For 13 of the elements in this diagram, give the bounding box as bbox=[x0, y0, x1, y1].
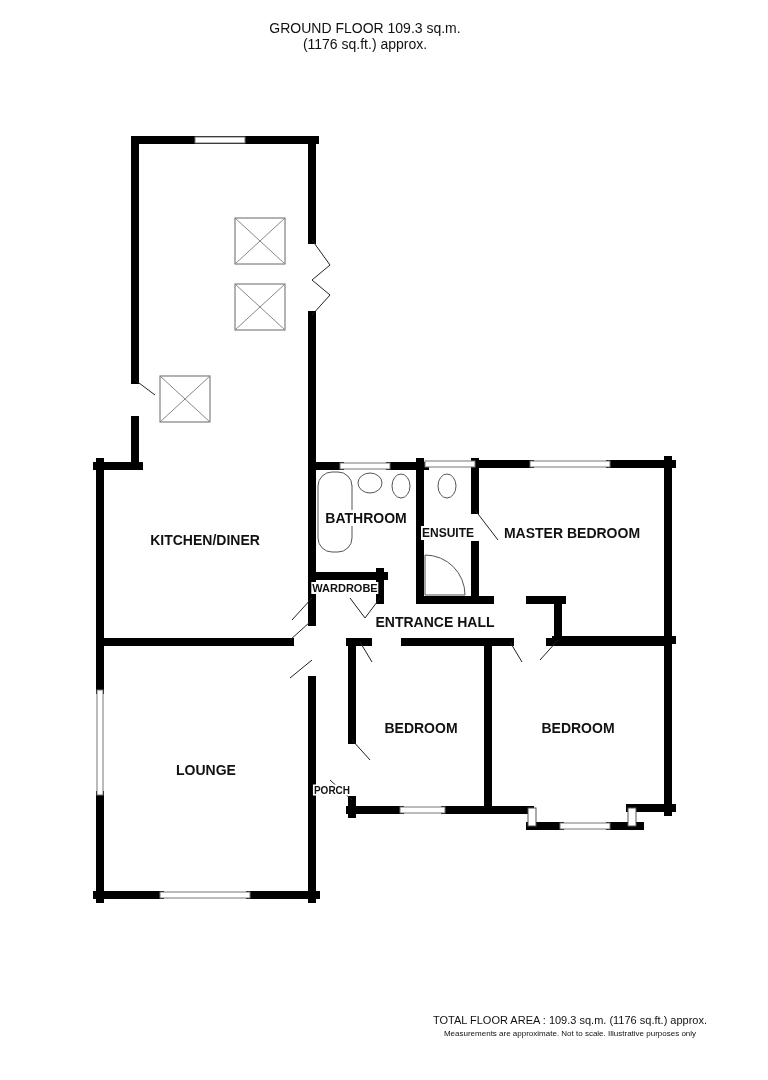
disclaimer-note: Measurements are approximate. Not to scale. Illustrative purposes only bbox=[442, 1029, 698, 1038]
room-label: BEDROOM bbox=[540, 720, 616, 736]
room-label: ENSUITE bbox=[421, 526, 475, 540]
room-label: BATHROOM bbox=[324, 510, 408, 526]
room-label: WARDROBE bbox=[311, 582, 379, 594]
room-label: BEDROOM bbox=[383, 720, 459, 736]
total-area-note: TOTAL FLOOR AREA : 109.3 sq.m. (1176 sq.ft.) approx. bbox=[431, 1014, 709, 1026]
room-label: KITCHEN/DINER bbox=[149, 532, 261, 548]
plan-title: GROUND FLOOR 109.3 sq.m. (1176 sq.ft.) approx. bbox=[268, 20, 462, 52]
room-label: MASTER BEDROOM bbox=[502, 525, 642, 541]
room-label: PORCH bbox=[312, 784, 352, 796]
room-label: LOUNGE bbox=[175, 762, 237, 778]
room-label: ENTRANCE HALL bbox=[374, 614, 496, 630]
